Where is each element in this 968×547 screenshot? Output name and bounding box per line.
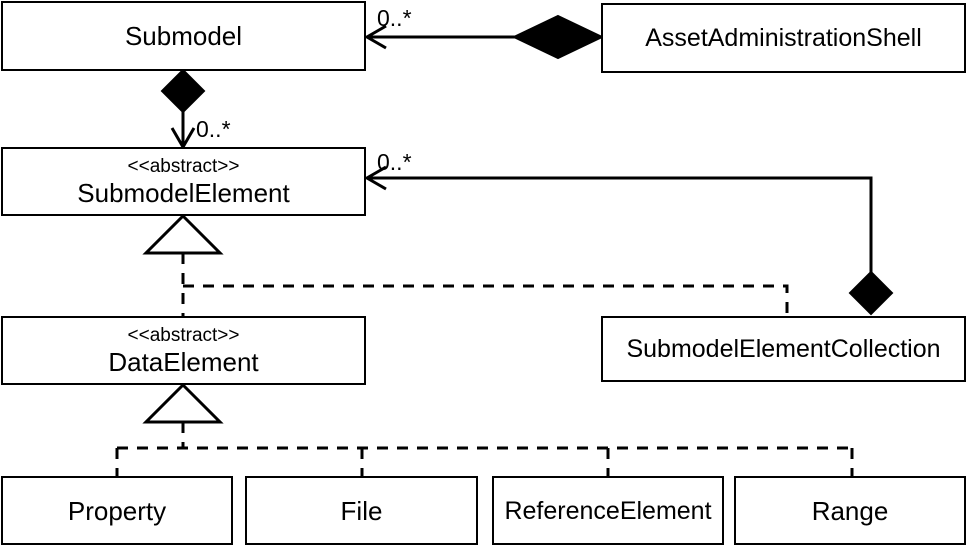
class-box-property[interactable]: Property [1, 476, 233, 545]
class-box-range[interactable]: Range [734, 476, 966, 545]
class-name-submodel-element-collection: SubmodelElementCollection [626, 335, 941, 363]
composition-diamond-icon [160, 68, 206, 114]
composition-diamond-icon [511, 14, 605, 60]
class-box-submodel-element[interactable]: <<abstract>> SubmodelElement [1, 147, 366, 216]
class-name-submodel-element: SubmodelElement [77, 177, 290, 208]
class-box-file[interactable]: File [245, 476, 478, 545]
multiplicity-label-collection-to-submodel-element: 0..* [377, 149, 412, 175]
class-name-asset-administration-shell: AssetAdministrationShell [645, 24, 922, 52]
generalization-triangle-icon [142, 382, 224, 424]
open-arrowhead-icon [364, 165, 387, 191]
class-name-property: Property [67, 495, 167, 526]
class-box-asset-administration-shell[interactable]: AssetAdministrationShell [601, 3, 966, 73]
generalization-triangle-icon [142, 213, 224, 255]
connector-aas-composes-submodel [364, 14, 605, 60]
class-stereotype-submodel-element: <<abstract>> [127, 155, 240, 177]
class-name-submodel: Submodel [124, 21, 243, 51]
class-box-submodel[interactable]: Submodel [1, 1, 366, 71]
connector-collection-composes-submodelelement [364, 165, 894, 316]
class-box-reference-element[interactable]: ReferenceElement [492, 476, 724, 545]
class-box-submodel-element-collection[interactable]: SubmodelElementCollection [601, 316, 966, 382]
class-name-range: Range [811, 495, 889, 526]
multiplicity-label-aas-to-submodel: 0..* [377, 5, 412, 31]
multiplicity-label-submodel-to-submodel-element: 0..* [196, 116, 231, 142]
composition-diamond-icon [848, 270, 894, 316]
class-box-data-element[interactable]: <<abstract>> DataElement [1, 316, 366, 385]
class-stereotype-data-element: <<abstract>> [127, 324, 240, 346]
class-name-reference-element: ReferenceElement [504, 496, 712, 525]
open-arrowhead-icon [364, 24, 387, 50]
class-name-data-element: DataElement [108, 346, 259, 377]
connector-generalization-to-dataelement [115, 382, 854, 476]
class-name-file: File [340, 495, 383, 526]
connector-generalization-to-submodelelement [142, 213, 789, 316]
